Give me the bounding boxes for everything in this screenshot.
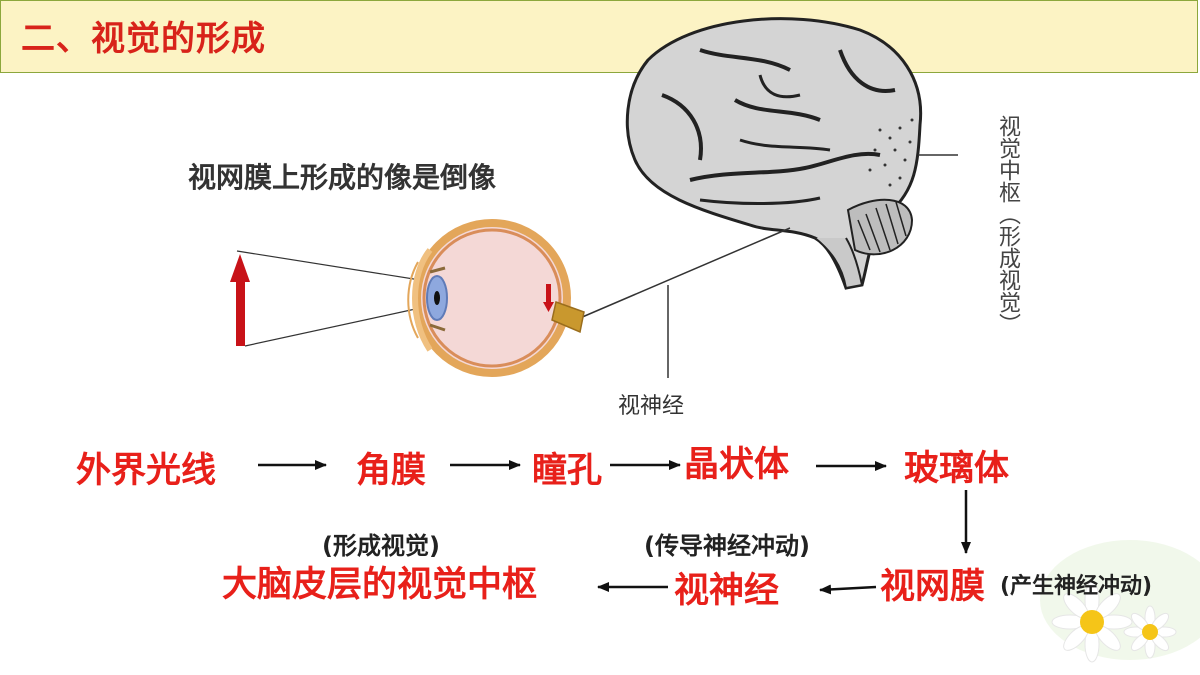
- flower-decoration: [1040, 540, 1200, 663]
- visual-center-label: 视觉中枢（形成视觉）: [995, 115, 1020, 335]
- step-vitreous: 玻璃体: [904, 449, 1010, 489]
- step-optic-nerve: 视神经: [674, 571, 780, 611]
- optic-nerve-label: 视神经: [618, 394, 685, 419]
- cortex-note: (形成视觉): [322, 532, 440, 560]
- title-bar: 二、视觉的形成: [0, 0, 1198, 73]
- flow-arrow-6: [819, 584, 877, 595]
- optic-nerve-line: [579, 227, 791, 319]
- step-retina: 视网膜: [880, 567, 986, 607]
- optic-nerve-note: (传导神经冲动): [644, 532, 810, 560]
- step-external-light: 外界光线: [76, 451, 217, 491]
- step-lens: 晶状体: [684, 445, 790, 485]
- retina-caption: 视网膜上形成的像是倒像: [188, 161, 497, 194]
- step-cornea: 角膜: [356, 451, 427, 491]
- object-arrow: [230, 254, 250, 346]
- brain-image: [625, 17, 923, 290]
- step-visual-cortex: 大脑皮层的视觉中枢: [222, 565, 538, 605]
- page-title: 二、视觉的形成: [21, 19, 266, 59]
- step-pupil: 瞳孔: [532, 451, 603, 491]
- light-ray-bottom: [244, 307, 421, 347]
- retina-note: (产生神经冲动): [1000, 574, 1153, 599]
- eye-image: [407, 219, 585, 377]
- light-ray-top: [236, 250, 421, 281]
